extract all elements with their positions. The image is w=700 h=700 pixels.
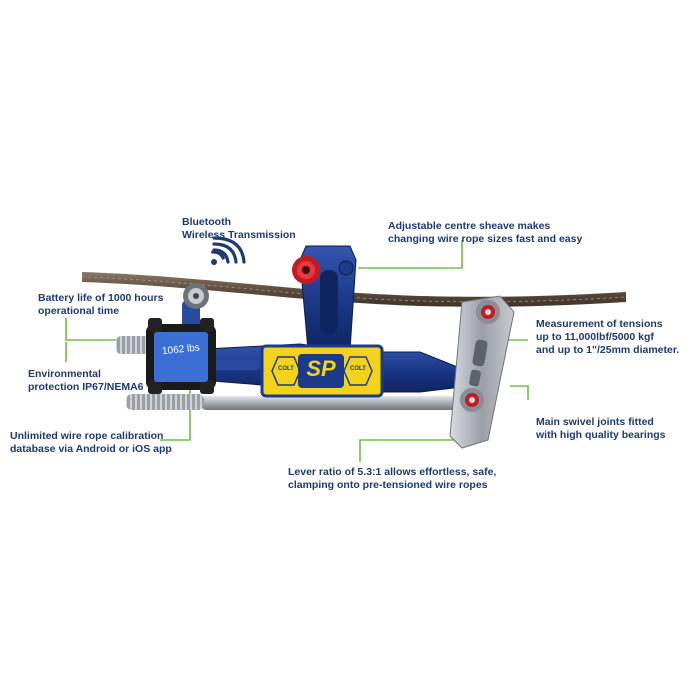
callout-lever-line-2: clamping onto pre-tensioned wire ropes	[288, 479, 488, 491]
callout-line-swivel	[510, 385, 529, 400]
callout-swivel-line-1: Main swivel joints fitted	[536, 416, 654, 428]
callout-battery-line-1: Battery life of 1000 hours	[38, 292, 164, 304]
plate-label-left: COLT	[278, 366, 294, 372]
swivel-joint-bottom	[460, 388, 484, 412]
phone-holder	[146, 318, 216, 394]
callout-line-sheave	[358, 240, 463, 269]
callout-environmental: Environmental protection IP67/NEMA6	[28, 368, 144, 394]
callout-battery: Battery life of 1000 hours operational t…	[38, 292, 163, 318]
wireless-waves-icon	[211, 236, 246, 265]
plate-label-right: COLT	[350, 366, 366, 372]
callout-tension-line-2: up to 11,000lbf/5000 kgf	[536, 331, 654, 343]
callout-calibration: Unlimited wire rope calibration database…	[10, 430, 172, 456]
callout-bluetooth: Bluetooth Wireless Transmission	[182, 216, 296, 242]
callout-lever: Lever ratio of 5.3:1 allows effortless, …	[288, 466, 496, 492]
threaded-rod-top	[116, 336, 152, 354]
callout-tension-line-1: Measurement of tensions	[536, 318, 663, 330]
callout-sheave-line-2: changing wire rope sizes fast and easy	[388, 233, 583, 245]
threaded-rod-bottom	[126, 394, 204, 410]
callout-tension-line-3: and up to 1"/25mm diameter.	[536, 344, 680, 356]
callout-battery-line-2: operational time	[38, 305, 120, 317]
steel-bar	[200, 396, 470, 410]
callout-environmental-line-1: Environmental	[28, 368, 101, 380]
callout-sheave: Adjustable centre sheave makes changing …	[388, 220, 582, 246]
callout-swivel: Main swivel joints fitted with high qual…	[536, 416, 666, 442]
callout-bluetooth-line-1: Bluetooth	[182, 216, 231, 228]
brand-logo: SP	[306, 356, 336, 381]
callout-line-calibration	[160, 370, 191, 441]
callout-environmental-line-2: protection IP67/NEMA6	[28, 381, 144, 393]
swivel-joint-top	[476, 300, 500, 324]
phone-screen	[154, 332, 208, 382]
callout-sheave-line-1: Adjustable centre sheave makes	[388, 220, 551, 232]
callout-tension: Measurement of tensions up to 11,000lbf/…	[536, 318, 679, 357]
callout-bluetooth-line-2: Wireless Transmission	[182, 229, 296, 241]
centre-sheave-knob	[292, 256, 320, 284]
brand-plate	[260, 344, 384, 398]
callout-calibration-line-1: Unlimited wire rope calibration	[10, 430, 164, 442]
callout-swivel-line-2: with high quality bearings	[536, 429, 666, 441]
callout-calibration-line-2: database via Android or iOS app	[10, 443, 172, 455]
callout-lever-line-1: Lever ratio of 5.3:1 allows effortless, …	[288, 466, 497, 478]
callout-line-lever	[359, 439, 456, 462]
